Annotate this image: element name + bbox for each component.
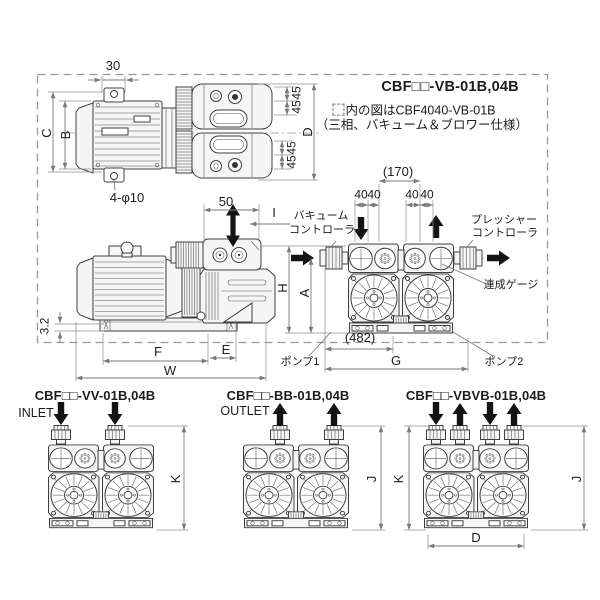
inlet-arrow-icon (428, 402, 444, 425)
pump2-label: ポンプ2 (484, 355, 524, 368)
variant-bb-drawing (244, 403, 349, 528)
dim-40-3: 40 (405, 187, 419, 202)
front-view-drawing (291, 215, 510, 333)
dim-h: H (274, 283, 290, 293)
dim-a: A (296, 288, 312, 298)
flow-arrow-up-icon (428, 215, 444, 238)
dim-45-1: 45 (289, 86, 304, 100)
dashed-frame (36, 73, 549, 344)
variant-bb-title: CBF□□-BB-01B,04B (226, 387, 350, 403)
dim-c: C (38, 128, 54, 138)
variant-vv-title: CBF□□-VV-01B,04B (34, 387, 156, 403)
dashed-box-symbol (332, 103, 345, 116)
dim-45-2: 45 (289, 100, 304, 114)
dim-d: D (299, 127, 315, 137)
variant-vv-drawing (49, 402, 154, 528)
variant-vbvb-dim-k: K (390, 474, 406, 484)
outlet-label: OUTLET (220, 404, 270, 419)
note-ref-text: 内の図はCBF4040-VB-01B (345, 103, 496, 118)
dim-40-1: 40 (354, 187, 368, 202)
main-model-title: CBF□□-VB-01B,04B (381, 79, 519, 96)
flow-double-arrow-icon (226, 204, 240, 247)
vacuum-controller-label-1: バキューム (293, 209, 349, 222)
inlet-arrow-icon (107, 402, 123, 425)
dim-30: 30 (105, 57, 121, 73)
dim-g: G (390, 352, 402, 368)
top-view-dimensions (48, 76, 318, 191)
variant-vbvb-title: CBF□□-VBVB-01B,04B (405, 387, 547, 403)
front-view-dimensions (262, 178, 494, 372)
dim-mount-holes: 4-φ10 (109, 189, 145, 205)
outlet-arrow-icon (272, 403, 288, 426)
outlet-arrow-icon (452, 403, 468, 426)
variant-vv-dim-k: K (167, 474, 183, 484)
variant-bb-dim-j: J (363, 475, 379, 483)
dim-e: E (221, 341, 231, 357)
flow-arrow-out-icon (487, 250, 510, 266)
dim-50: 50 (218, 193, 234, 209)
dim-170: (170) (382, 163, 414, 179)
pressure-controller-label-1: プレッシャー (471, 213, 537, 226)
dim-base-thickness: 3.2 (37, 317, 52, 335)
compound-gauge-label: 連成ゲージ (483, 278, 539, 291)
pressure-controller-fitting (453, 246, 483, 270)
flow-arrow-down-icon (353, 217, 369, 240)
dim-45-4: 45 (284, 155, 299, 169)
dim-40-4: 40 (420, 187, 434, 202)
vacuum-controller-label-2: コントローラ (289, 223, 355, 236)
pump1-label: ポンプ1 (280, 355, 320, 368)
dim-482: (482) (344, 329, 376, 345)
dim-i: I (272, 204, 276, 220)
side-view-dimensions (54, 204, 290, 381)
variant-vbvb-dim-d: D (471, 529, 481, 545)
outlet-arrow-icon (326, 403, 342, 426)
variant-dimensions (128, 425, 588, 549)
note-line2: （三相、バキューム＆ブロワー仕様） (315, 118, 529, 133)
top-view-drawing (66, 83, 320, 183)
variant-vbvb-drawing (424, 402, 529, 528)
dim-w: W (163, 362, 177, 378)
dim-40-2: 40 (367, 187, 381, 202)
inlet-arrow-icon (53, 402, 69, 425)
dim-f: F (154, 343, 162, 359)
dim-45-3: 45 (284, 141, 299, 155)
vacuum-controller-fitting (319, 246, 349, 270)
pressure-controller-label-2: コントローラ (472, 226, 538, 239)
outlet-arrow-icon (506, 403, 522, 426)
note-line1: 内の図はCBF4040-VB-01B (332, 103, 496, 119)
inlet-label: INLET (18, 406, 54, 421)
inlet-arrow-icon (482, 402, 498, 425)
dim-b: B (57, 130, 73, 140)
variant-vbvb-dim-j: J (568, 475, 584, 483)
side-view-drawing (76, 204, 276, 332)
